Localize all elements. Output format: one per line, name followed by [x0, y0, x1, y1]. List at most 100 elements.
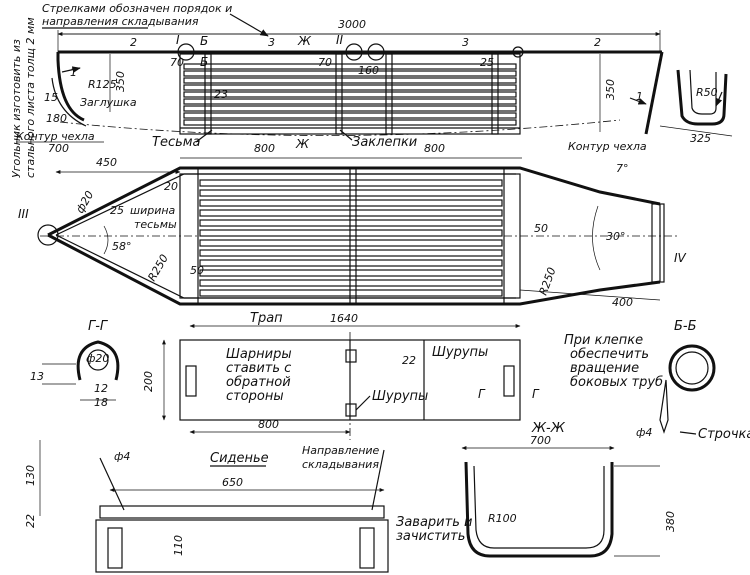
- plan-slat: [199, 219, 503, 227]
- sec-num-IV: IV: [674, 251, 687, 265]
- side-slat: [183, 112, 517, 119]
- dim-R100: R100: [488, 512, 517, 525]
- ladder-view: Трап 1640 200 Шарниры ставить с обратной…: [142, 311, 540, 440]
- side-slat: [183, 105, 517, 112]
- sec-g-title: Г-Г: [88, 319, 109, 334]
- dim-R125: R125: [88, 78, 117, 91]
- dim-7: 7°: [616, 162, 629, 175]
- plan-slat: [199, 199, 503, 207]
- label-riveting2: обеспечить: [570, 347, 649, 362]
- side-slat: [183, 70, 517, 77]
- dim-325: 325: [690, 132, 711, 145]
- dim-13: 13: [30, 370, 44, 383]
- dim-180: 180: [46, 112, 67, 125]
- dim-2-b: 2: [594, 36, 601, 49]
- cut-g-right: Г: [532, 387, 540, 401]
- section-zh: Ж-Ж 700 R100 380: [461, 421, 677, 558]
- dim-15: 15: [44, 91, 58, 104]
- dim-R50: R50: [696, 86, 718, 99]
- dim-650: 650: [222, 476, 243, 489]
- cut-g-left: Г: [478, 387, 486, 401]
- label-strap-width1: ширина: [130, 204, 176, 217]
- cut-zh-top: Ж: [297, 34, 312, 48]
- side-slat: [183, 98, 517, 105]
- label-fold-dir1: Направление: [302, 444, 380, 457]
- dim-3-a: 3: [268, 36, 275, 49]
- dim-70-b: 70: [318, 56, 332, 69]
- plan-slat: [199, 209, 503, 217]
- sec-zh-title: Ж-Ж: [531, 421, 566, 436]
- plan-slat: [199, 179, 503, 187]
- side-slat: [183, 119, 517, 126]
- dim-23: 23: [214, 88, 228, 101]
- leader-arrow: [229, 13, 269, 37]
- label-stitch: Строчка: [698, 427, 750, 442]
- dim-380: 380: [664, 511, 677, 532]
- plan-slat: [199, 289, 503, 297]
- side-slats: [183, 63, 517, 126]
- plan-slat: [199, 269, 503, 277]
- side-slat: [183, 91, 517, 98]
- dim-12: 12: [94, 382, 108, 395]
- dim-350-right: 350: [604, 79, 617, 100]
- plan-slat: [199, 189, 503, 197]
- dim-20-plan: 20: [164, 180, 178, 193]
- label-plug: Заглушка: [80, 96, 137, 109]
- plan-slat: [199, 239, 503, 247]
- side-note: Угольник изготовить из стального листа т…: [10, 17, 37, 178]
- label-strap: Тесьма: [152, 135, 201, 150]
- label-screws1: Шурупы: [432, 345, 488, 360]
- cut-b-bottom: Б: [200, 55, 208, 69]
- dim-25-a: 25: [480, 56, 494, 69]
- seat-view: 130 22 ф4 Сиденье Направление складывани…: [24, 440, 472, 573]
- dim-700-zh: 700: [530, 434, 551, 447]
- note-arrows-order2: направления складывания: [42, 15, 199, 28]
- dim-50-right: 50: [534, 222, 548, 235]
- note-arrows-order: Стрелками обозначен порядок и: [42, 2, 232, 15]
- plan-slats: [199, 179, 503, 297]
- label-riveting1: При клепке: [564, 333, 643, 348]
- label-weld1: Заварить и: [396, 515, 472, 530]
- plan-slat: [199, 279, 503, 287]
- dim-phi4-b: ф4: [636, 426, 652, 439]
- section-g: Г-Г ф20 13 12 18: [30, 319, 120, 409]
- dim-1-right: 1: [636, 90, 643, 103]
- plan-slat: [199, 229, 503, 237]
- side-slat: [183, 77, 517, 84]
- cut-zh-bottom: Ж: [295, 137, 310, 151]
- dim-58: 58°: [112, 240, 132, 253]
- plan-slat: [199, 259, 503, 267]
- plan-view: 450 800 800 Контур чехла III IV 20 ф20 2…: [18, 140, 687, 309]
- sec-num-III: III: [18, 207, 29, 221]
- dim-110: 110: [172, 535, 185, 556]
- label-rivets: Заклепки: [352, 135, 417, 150]
- label-riveting3: вращение: [570, 361, 639, 376]
- dim-800-b: 800: [424, 142, 445, 155]
- side-view: 3000 R125 15 180 Заглушка 1 350 I II Б Б: [16, 18, 733, 155]
- dim-160: 160: [358, 64, 379, 77]
- label-weld2: зачистить: [396, 529, 465, 544]
- section-b: Б-Б При клепке обеспечить вращение боков…: [564, 319, 750, 442]
- note-corner-plate2: стального листа толщ 2 мм: [24, 17, 37, 178]
- note-corner-plate1: Угольник изготовить из: [10, 39, 23, 178]
- dim-phi4-seat: ф4: [114, 450, 130, 463]
- side-slat: [183, 63, 517, 70]
- dim-R250-left: R250: [145, 252, 171, 283]
- cut-b-top: Б: [200, 34, 208, 48]
- label-hinges2: ставить с: [226, 361, 291, 376]
- dim-1-left: 1: [70, 66, 77, 79]
- dim-200: 200: [142, 371, 155, 392]
- dim-450: 450: [96, 156, 117, 169]
- dim-22-seat: 22: [24, 514, 37, 528]
- label-hinges1: Шарниры: [226, 347, 292, 362]
- plan-slat: [199, 249, 503, 257]
- dim-800-a: 800: [254, 142, 275, 155]
- dim-3-b: 3: [462, 36, 469, 49]
- dim-30: 30°: [606, 230, 626, 243]
- dim-350-left: 350: [114, 71, 127, 92]
- dim-700-top: 700: [48, 142, 69, 155]
- sec-num-I: I: [176, 33, 180, 47]
- label-hinges4: стороны: [226, 389, 284, 404]
- label-fold-dir2: складывания: [302, 458, 379, 471]
